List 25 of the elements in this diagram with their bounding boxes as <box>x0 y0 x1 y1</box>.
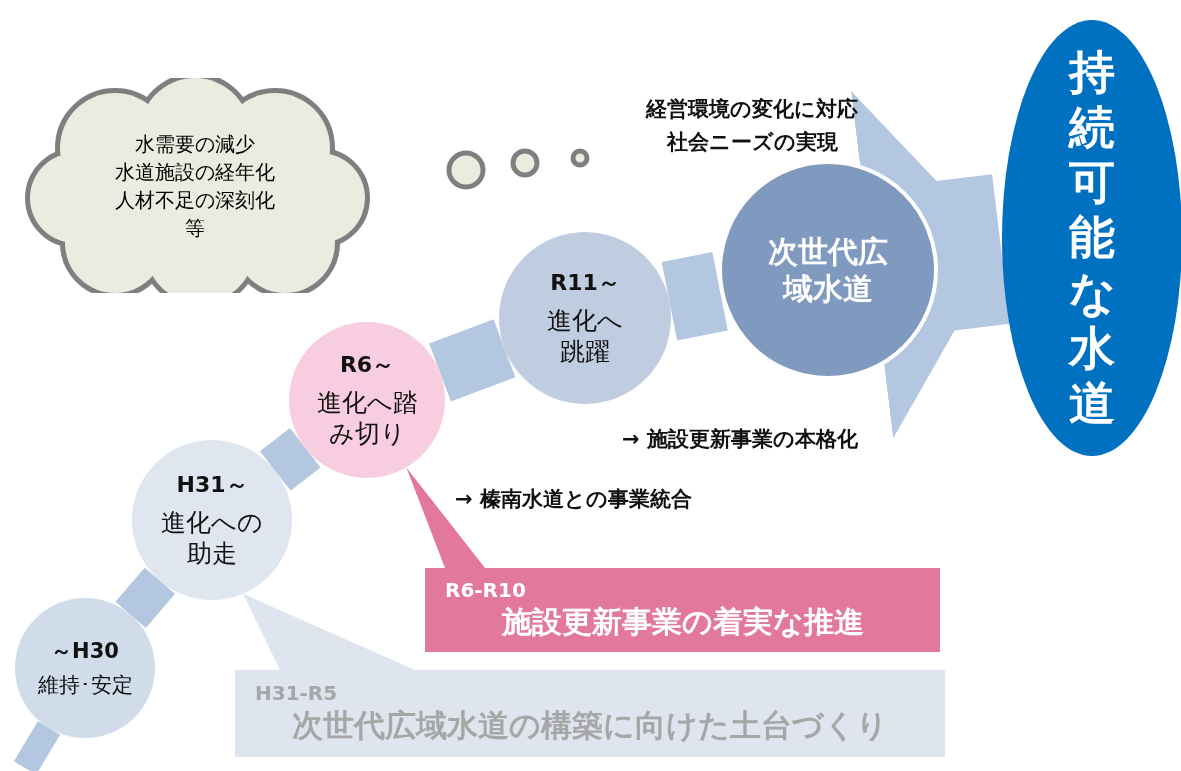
stage-text: 進化への助走 <box>160 506 264 569</box>
callout-text: 施設更新事業の着実な推進 <box>500 602 865 641</box>
cloud-text: 等 <box>184 214 206 242</box>
arrow-band <box>851 90 1011 439</box>
note-text: 経営環境の変化に対応 <box>646 96 858 123</box>
note-text: → 施設更新事業の本格化 <box>622 426 858 453</box>
cloud-text: 人材不足の深刻化 <box>115 186 275 214</box>
stage-text: 次世代広域水道 <box>767 232 889 308</box>
callout-pointer <box>406 467 485 568</box>
callout-pointer <box>243 593 415 670</box>
period-label: R6-R10 <box>445 577 527 602</box>
period-label: H31～ <box>176 471 248 499</box>
cloud-text: 水道施設の経年化 <box>115 158 275 186</box>
cloud-text: 水需要の減少 <box>134 130 256 158</box>
period-label: ～H30 <box>51 637 119 664</box>
callout-text: 次世代広域水道の構築に向けた土台づくり <box>291 705 889 745</box>
stage-text: 進化へ跳躍 <box>546 304 624 367</box>
note-text: 社会ニーズの実現 <box>666 129 838 156</box>
note-text: → 榛南水道との事業統合 <box>455 486 692 513</box>
period-label: R6～ <box>339 351 395 379</box>
period-label: R11～ <box>550 269 620 297</box>
goal-text: 持続可能な水道 <box>1069 44 1115 432</box>
stage-text: 維持･安定 <box>37 672 133 699</box>
stage-text: 進化へ踏み切り <box>315 386 419 449</box>
period-label: H31-R5 <box>255 680 339 705</box>
